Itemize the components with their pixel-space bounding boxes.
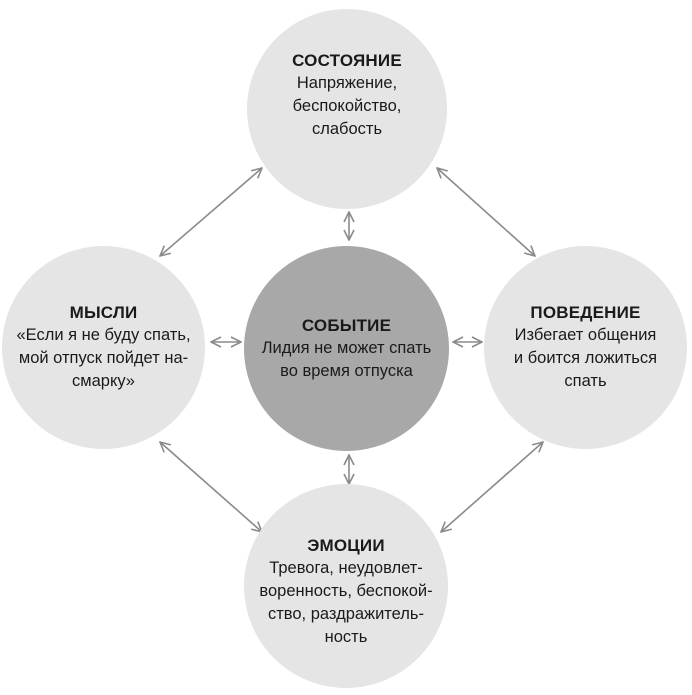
node-state: СОСТОЯНИЕ Напряжение, беспокойство, слаб… bbox=[247, 9, 447, 209]
node-state-line: Напряжение, bbox=[296, 73, 398, 92]
node-behavior-line: и боится ложиться bbox=[513, 349, 658, 367]
node-emotions-line: ность bbox=[324, 628, 368, 646]
node-event-line: во время отпуска bbox=[280, 361, 413, 380]
arrow-state-behavior bbox=[437, 168, 535, 256]
arrow-state-thoughts bbox=[160, 168, 262, 256]
node-behavior-title: ПОВЕДЕНИЕ bbox=[530, 303, 641, 322]
node-emotions-line: ство, раздражитель- bbox=[267, 605, 425, 623]
node-emotions-title: ЭМОЦИИ bbox=[307, 536, 385, 555]
node-thoughts-line: «Если я не буду спать, bbox=[16, 326, 191, 344]
node-thoughts-line: смарку» bbox=[72, 372, 135, 390]
node-event-line: Лидия не может спать bbox=[261, 338, 432, 357]
node-state-line: беспокойство, bbox=[292, 96, 402, 115]
node-behavior-line: Избегает общения bbox=[514, 326, 657, 344]
node-state-title: СОСТОЯНИЕ bbox=[292, 50, 402, 70]
node-state-line: слабость bbox=[311, 119, 383, 138]
arrow-behavior-emotions bbox=[441, 442, 543, 532]
node-emotions: ЭМОЦИИ Тревога, неудовлет- воренность, б… bbox=[244, 484, 448, 688]
node-emotions-line: Тревога, неудовлет- bbox=[269, 559, 423, 577]
node-event: СОБЫТИЕ Лидия не может спать во время от… bbox=[244, 246, 449, 451]
node-event-title: СОБЫТИЕ bbox=[301, 315, 392, 335]
node-thoughts-title: МЫСЛИ bbox=[69, 303, 138, 322]
node-behavior: ПОВЕДЕНИЕ Избегает общения и боится ложи… bbox=[484, 246, 687, 449]
node-thoughts-line: мой отпуск пойдет на- bbox=[18, 349, 189, 367]
node-emotions-line: воренность, беспокой- bbox=[259, 582, 433, 600]
node-thoughts: МЫСЛИ «Если я не буду спать, мой отпуск … bbox=[2, 246, 205, 449]
arrow-thoughts-emotions bbox=[160, 442, 262, 532]
node-behavior-line: спать bbox=[564, 372, 607, 390]
